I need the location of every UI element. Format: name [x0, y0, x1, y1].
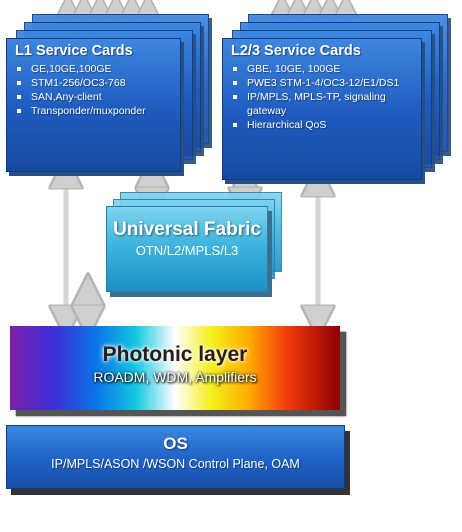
photonic-title: Photonic layer: [102, 343, 248, 366]
list-item: PWE3 STM-1-4/OC3-12/E1/DS1: [231, 76, 413, 90]
fabric-title: Universal Fabric: [113, 219, 261, 240]
photonic-subtitle: ROADM, WDM, Amplifiers: [93, 369, 257, 385]
l1-service-card: L1 Service Cards GE,10GE,100GE STM1-256/…: [6, 38, 181, 172]
photonic-layer: Photonic layer ROADM, WDM, Amplifiers: [10, 326, 340, 410]
os-layer: OS IP/MPLS/ASON /WSON Control Plane, OAM: [6, 425, 345, 489]
list-item: IP/MPLS, MPLS-TP, signaling gateway: [231, 90, 413, 118]
l23-card-title: L2/3 Service Cards: [231, 43, 361, 59]
l23-service-card: L2/3 Service Cards GBE, 10GE, 100GE PWE3…: [222, 38, 422, 180]
os-subtitle: IP/MPLS/ASON /WSON Control Plane, OAM: [51, 457, 300, 471]
list-item: STM1-256/OC3-768: [15, 76, 172, 90]
list-item: GE,10GE,100GE: [15, 62, 172, 76]
list-item: Hierarchical QoS: [231, 118, 413, 132]
list-item: SAN,Any-client: [15, 90, 172, 104]
os-title: OS: [163, 434, 188, 453]
l1-card-list: GE,10GE,100GE STM1-256/OC3-768 SAN,Any-c…: [15, 62, 172, 118]
l23-card-list: GBE, 10GE, 100GE PWE3 STM-1-4/OC3-12/E1/…: [231, 62, 413, 132]
l1-card-title: L1 Service Cards: [15, 43, 133, 59]
fabric-subtitle: OTN/L2/MPLS/L3: [135, 243, 239, 258]
list-item: Transponder/muxponder: [15, 104, 172, 118]
universal-fabric: Universal Fabric OTN/L2/MPLS/L3: [106, 206, 268, 292]
list-item: GBE, 10GE, 100GE: [231, 62, 413, 76]
